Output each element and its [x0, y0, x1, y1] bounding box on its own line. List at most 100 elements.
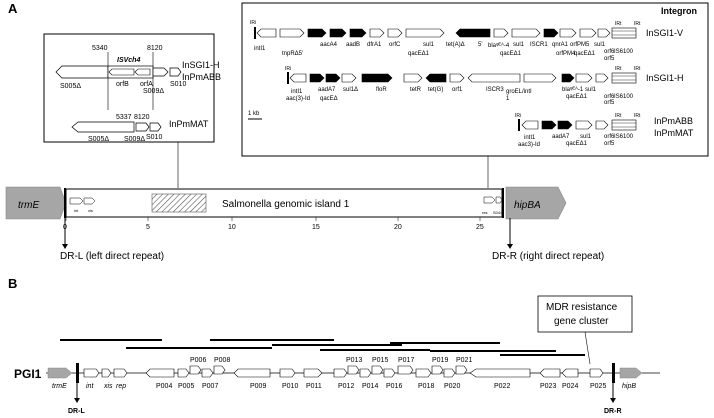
lbl-aaca4: aacA4: [320, 42, 338, 48]
lbl-pgi1-rep: rep: [116, 383, 126, 390]
lbl-pgi1-trme: trmE: [52, 383, 67, 390]
inpmabb-label-left: InPmABB: [182, 72, 221, 82]
int-label: int: [74, 208, 79, 213]
lbl-h-flor: floR: [376, 87, 387, 93]
inpm-iri-mark: [518, 119, 520, 131]
pgi1-p024: [561, 368, 579, 378]
lbl-pgi1-int: int: [86, 383, 94, 390]
lbl-p008: P008: [214, 357, 230, 364]
gene-orfa: orfA: [140, 81, 153, 88]
lbl-p020: P020: [444, 383, 460, 390]
insgi1h-iscr3: [467, 73, 521, 83]
lbl-aadb: aadB: [346, 42, 360, 48]
pgi1-dr-r-arrowhead: [610, 398, 616, 403]
lbl-h-sul1: sul1Δ: [343, 87, 358, 93]
lbl-p004: P004: [156, 383, 172, 390]
pgi1-map: MDR resistance gene cluster PGI1: [14, 295, 660, 415]
lbl-p-qace: qacEΔ1: [566, 141, 588, 147]
insgi1v-irt: IRt: [615, 21, 622, 27]
inpm-irt: IRt: [615, 113, 622, 119]
lbl-h-groel-1: 1: [506, 96, 510, 102]
lbl-p021: P021: [456, 357, 472, 364]
left-inset: ISVch4 5340 8120 S005Δ orfB orfA S009Δ S…: [43, 33, 221, 143]
integron-inset: Integron IRi IRt IRt aacA: [241, 2, 709, 157]
tick-label-20: 20: [394, 224, 402, 231]
lbl-p005: P005: [178, 383, 194, 390]
lbl-p-inti1: intI1: [524, 135, 536, 141]
lbl-inti1: intI1: [254, 46, 266, 52]
mdr-label-1: MDR resistance: [546, 302, 618, 313]
insgi1h-sul1: [341, 73, 357, 83]
lbl-h-orf5: orf5: [604, 100, 615, 106]
lbl-p017: P017: [398, 357, 414, 364]
gene-orfb: orfB: [116, 81, 129, 88]
pgi1-p021: [455, 365, 468, 375]
lbl-orf5: orf5: [604, 56, 615, 62]
insgi1h-name: InSGI1-H: [646, 73, 684, 83]
insgi1v-name: InSGI1-V: [646, 28, 683, 38]
inpm-sul1: [575, 120, 593, 130]
insgi1v-qnra1: [543, 28, 559, 38]
insgi1v-aadb: [329, 28, 347, 38]
lbl-tnpr: tnpRΔ5': [282, 51, 303, 57]
dr-r-label: DR-R (right direct repeat): [492, 251, 604, 262]
dr-l-arrowhead: [62, 244, 68, 249]
pgi1-hipb: [619, 367, 643, 379]
insgi1h-label-left: InSGI1-H: [182, 60, 220, 70]
s009-arrow: [152, 67, 169, 77]
tick-label-10: 10: [228, 224, 236, 231]
insgi1h-row: IRi IRt IRt aadA7 sul1Δ floR tetR tet(G: [285, 66, 684, 106]
lbl-p015: P015: [372, 357, 388, 364]
lbl-h-groel: groEL/intI: [506, 89, 532, 95]
pgi1-p006: [189, 365, 202, 375]
inpm-iri: IRi: [515, 113, 521, 119]
lbl-h-qace: qacEΔ: [320, 96, 338, 102]
lbl-sul1-b: sul1: [513, 42, 525, 48]
pgi1-p012: [333, 368, 348, 378]
res-label: res: [482, 210, 488, 215]
dr-r-mark: [502, 188, 504, 218]
insgi1v-inti1: [256, 28, 277, 38]
sgi1-map: trmE hipBA Salmonella genomic island 1 i…: [5, 186, 604, 262]
tick-label-25: 25: [476, 224, 484, 231]
lbl-p024: P024: [562, 383, 578, 390]
pgi1-p017: [397, 365, 414, 375]
pgi1-p015: [371, 365, 384, 375]
panel-b-label: B: [8, 276, 17, 291]
mdr-label-2: gene cluster: [554, 316, 609, 327]
lbl-h-orf1: orf1: [452, 87, 463, 93]
gene-s010: S010: [170, 81, 186, 88]
lbl-pgi1-xis: xis: [103, 383, 113, 390]
trme-flank: [5, 186, 67, 220]
pgi1-p009: [233, 368, 271, 378]
coord-8120: 8120: [147, 45, 163, 52]
lbl-p009: P009: [250, 383, 266, 390]
coord-5337: 5337: [116, 114, 132, 121]
lbl-h-aac3: aac(3)-Id: [286, 96, 310, 102]
inpmabb-name: InPmABB: [654, 116, 693, 126]
xis-arrow: [83, 197, 96, 205]
insgi1h-flor: [361, 73, 393, 83]
hipba-label: hipBA: [514, 200, 541, 211]
lbl-p013: P013: [346, 357, 362, 364]
lbl-h-tetg: tet(G): [428, 87, 443, 93]
lbl-5prime: 5': [478, 42, 482, 48]
trme-label: trmE: [18, 200, 39, 211]
lbl-h-tetr: tetR: [410, 87, 422, 93]
insgi1h-orf1: [449, 73, 465, 83]
lbl-p019: P019: [432, 357, 448, 364]
s010-arrow: [169, 67, 182, 77]
lbl-p007: P007: [202, 383, 218, 390]
insgi1v-tnpr: [279, 28, 305, 38]
inpmmat-name: InPmMAT: [654, 128, 694, 138]
isvch4-label: ISVch4: [117, 57, 140, 64]
pgi1-p014: [359, 368, 372, 378]
res-arrow: [483, 196, 496, 204]
insgi1v-dfra1: [349, 28, 367, 38]
pgi1-p004: [145, 368, 175, 378]
hatched-region: [151, 193, 207, 213]
lbl-p010: P010: [282, 383, 298, 390]
pgi1-dr-l-label: DR-L: [68, 408, 85, 415]
insgi1v-orfpm5: [559, 28, 577, 38]
pgi1-p008: [213, 365, 226, 375]
